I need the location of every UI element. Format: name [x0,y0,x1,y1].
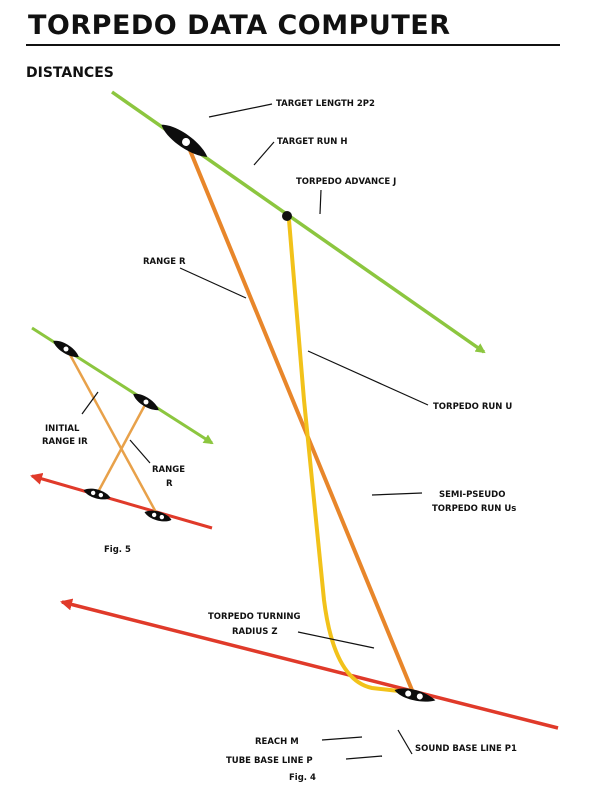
title-underline [26,44,560,46]
fig4-sound-base-label: SOUND BASE LINE P1 [415,744,517,754]
fig5-caption: Fig. 5 [104,545,131,555]
fig5-initial-range-label-line2: RANGE IR [42,437,88,447]
fig4-sound-base-leader [397,729,413,755]
fig4-target-run-leader [253,141,275,166]
fig4-range-leader [179,267,247,299]
fig4-torpedo-run-line [287,219,409,694]
fig4-turning-radius-leader [297,631,375,649]
fig4-own-ship-icon [394,688,436,702]
fig4-semi-pseudo-label-line2: TORPEDO RUN Us [432,504,516,514]
fig5-initial-own-ship-icon [83,488,111,500]
fig4-torpedo-advance-label: TORPEDO ADVANCE J [296,177,396,187]
fig5-diagram: INITIAL RANGE IR RANGE R Fig. 5 [30,326,214,555]
fig4-caption: Fig. 4 [289,773,316,783]
fig5-initial-target-ship-icon [53,340,79,358]
fig5-own-ship-icon [144,510,172,522]
fig5-range-label-line1: RANGE [152,465,185,475]
fig5-range-label-line2: R [166,479,173,489]
fig4-target-run-label: TARGET RUN H [277,137,347,147]
fig5-target-ship-icon [133,393,159,411]
fig5-own-ship-track [30,473,213,530]
fig4-tube-base-label: TUBE BASE LINE P [226,756,313,766]
fig4-torpedo-advance-leader [319,189,322,215]
fig4-range-label: RANGE R [143,257,186,267]
section-heading: DISTANCES [26,65,114,81]
fig4-torpedo-advance-point [282,211,292,221]
fig4-target-length-label: TARGET LENGTH 2P2 [276,99,375,109]
fig4-semi-pseudo-label-line1: SEMI-PSEUDO [439,490,505,500]
fig5-range-line [95,402,148,495]
fig4-range-line [185,142,416,696]
fig5-initial-range-label-line1: INITIAL [45,424,80,434]
fig4-diagram: TARGET LENGTH 2P2 TARGET RUN H TORPEDO A… [60,90,559,783]
fig4-turning-radius-label-line1: TORPEDO TURNING [208,612,300,622]
fig4-semi-pseudo-leader [371,492,423,496]
fig4-torpedo-run-label: TORPEDO RUN U [433,402,512,412]
fig4-reach-leader [321,736,363,741]
fig4-torpedo-run-leader [307,350,429,406]
fig5-initial-range-leader [81,391,99,415]
fig4-target-length-leader [208,103,273,118]
fig4-reach-label: REACH M [255,737,299,747]
fig4-own-ship-track [60,598,559,730]
fig4-turning-radius-label-line2: RADIUS Z [232,627,278,637]
fig4-target-ship-icon [161,124,208,157]
page-title: TORPEDO DATA COMPUTER [28,10,451,41]
fig4-tube-base-leader [345,755,383,760]
fig5-initial-range-line [66,350,160,517]
fig5-range-leader [129,439,151,464]
